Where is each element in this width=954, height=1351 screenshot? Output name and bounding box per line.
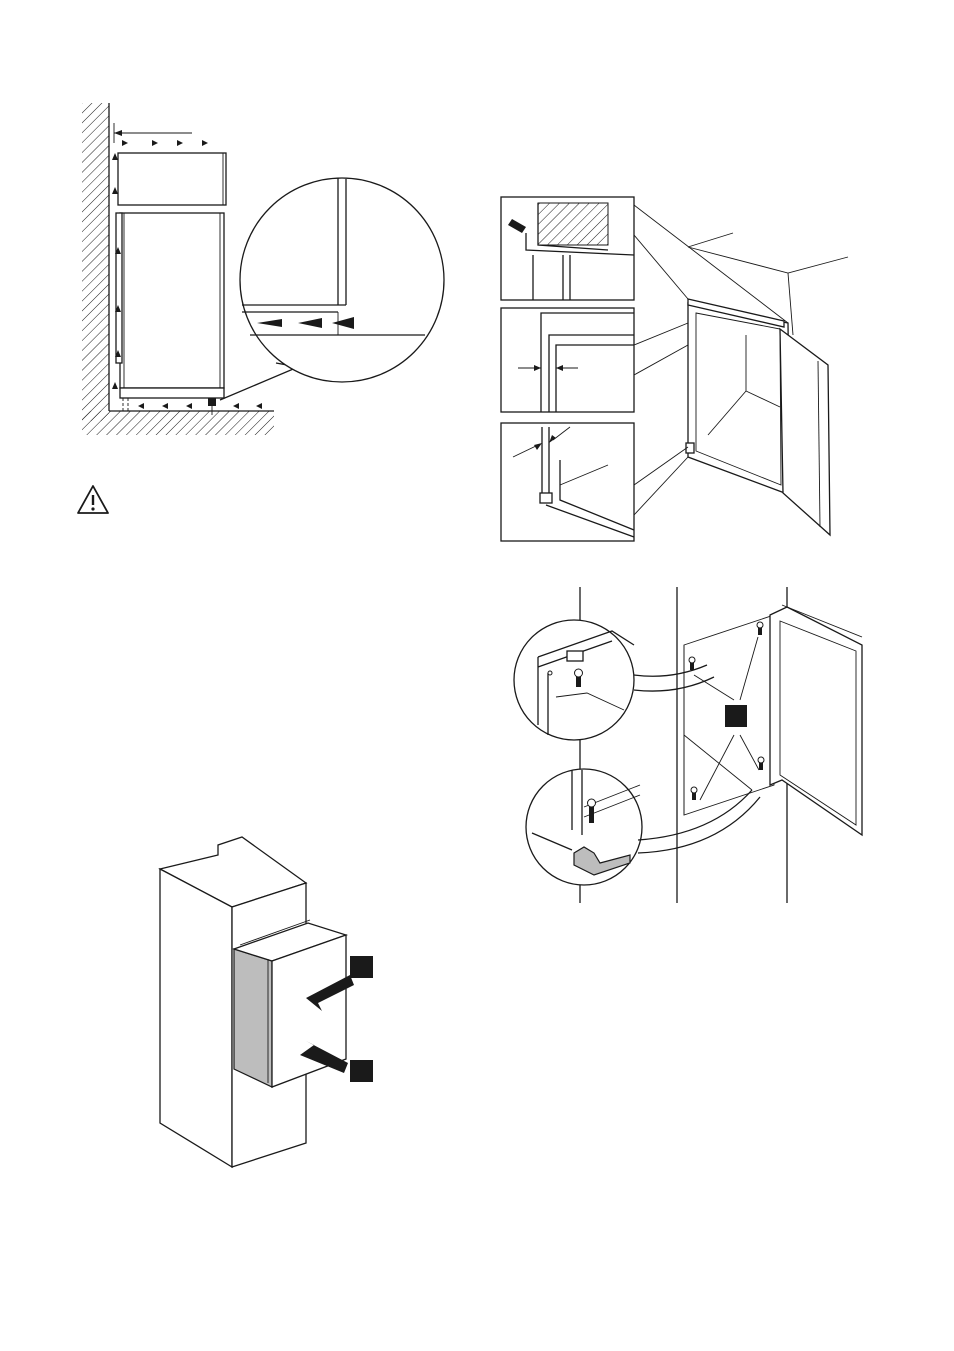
ventilation-airflow-diagram bbox=[70, 95, 450, 440]
screw-bottom-right bbox=[757, 756, 765, 770]
push-arrow-lower bbox=[300, 1041, 348, 1073]
airflow-arrows-left bbox=[112, 153, 121, 389]
screw-top-left bbox=[688, 656, 696, 670]
door-seal-gap-detail bbox=[498, 195, 858, 545]
floor-hatch bbox=[82, 411, 274, 435]
magnified-vent-detail bbox=[242, 178, 425, 336]
inset-middle bbox=[500, 307, 635, 413]
screw-marker-box bbox=[725, 705, 747, 727]
warning-notice bbox=[76, 484, 110, 516]
airflow-arrows-top bbox=[122, 140, 208, 146]
push-marker-upper bbox=[350, 956, 373, 978]
airflow-arrows-bottom bbox=[138, 403, 262, 409]
hinge-screw-fixing bbox=[512, 585, 863, 905]
cabinet-push-in bbox=[150, 833, 390, 1173]
push-arrow-upper bbox=[306, 975, 354, 1011]
warning-triangle-icon bbox=[77, 485, 109, 514]
screw-bottom-left bbox=[690, 786, 698, 800]
screw-top-right bbox=[756, 621, 764, 635]
wall-hatch bbox=[82, 103, 109, 421]
push-marker-lower bbox=[350, 1060, 373, 1082]
